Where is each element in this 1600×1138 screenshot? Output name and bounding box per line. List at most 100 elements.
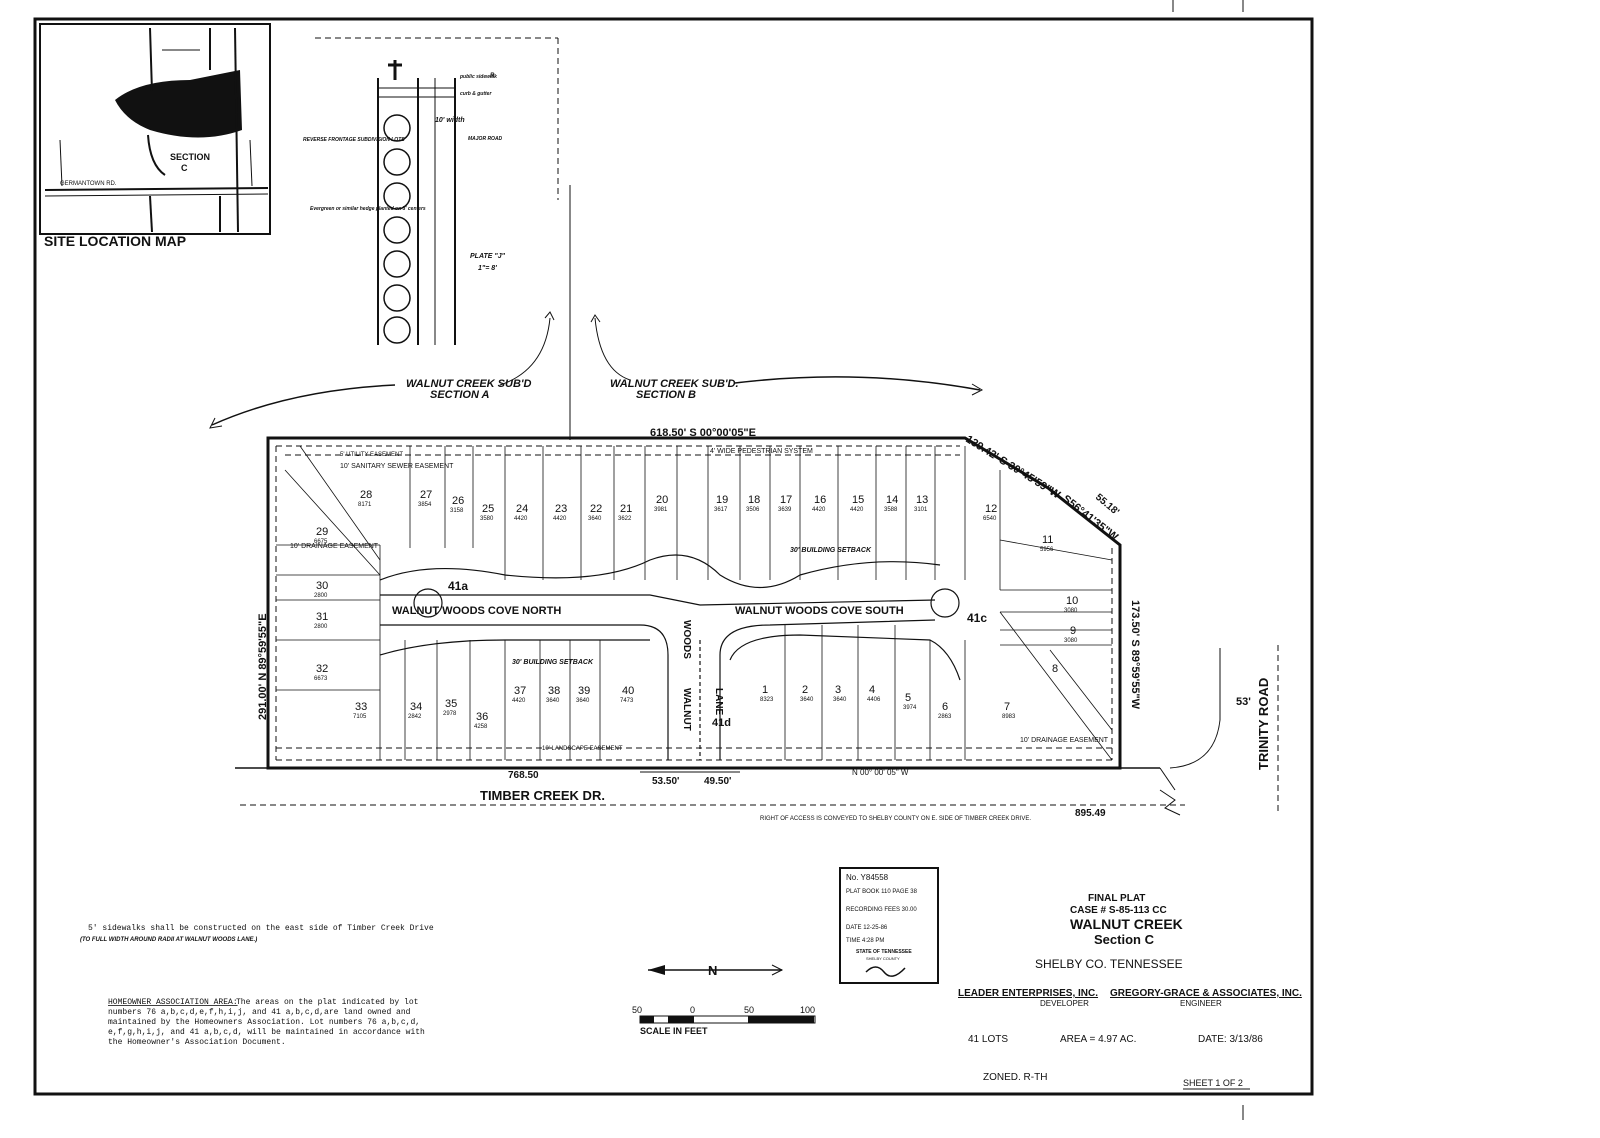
svg-text:SCALE IN FEET: SCALE IN FEET	[640, 1026, 708, 1036]
svg-text:3639: 3639	[778, 507, 792, 513]
svg-text:the Homeowner's Association Do: the Homeowner's Association Document.	[108, 1038, 286, 1047]
svg-text:3: 3	[835, 684, 841, 696]
svg-text:2800: 2800	[314, 593, 328, 599]
timber-creek-drive: TIMBER CREEK DR. 895.49 RIGHT OF ACCESS …	[235, 767, 1185, 822]
svg-text:2978: 2978	[443, 711, 457, 717]
svg-text:3854: 3854	[418, 502, 432, 508]
svg-text:SHEET 1 OF 2: SHEET 1 OF 2	[1183, 1078, 1243, 1088]
svg-text:curb & gutter: curb & gutter	[460, 91, 492, 97]
svg-text:SECTION: SECTION	[170, 152, 210, 162]
svg-text:WALNUT: WALNUT	[681, 688, 692, 731]
svg-text:3617: 3617	[714, 507, 728, 513]
svg-text:4420: 4420	[514, 516, 528, 522]
subdivision-boundary: 618.50' S 00°00'05"E 139.42' S 30°45'59"…	[257, 427, 1141, 781]
svg-text:maintained by the Homeowners A: maintained by the Homeowners Association…	[108, 1018, 420, 1027]
svg-text:39: 39	[578, 685, 590, 697]
svg-text:17: 17	[780, 494, 792, 506]
svg-text:PLAT BOOK 110 PAGE 38: PLAT BOOK 110 PAGE 38	[846, 889, 918, 895]
svg-text:No. Y84558: No. Y84558	[846, 873, 889, 882]
svg-text:139.42' S 30°45'59"W: 139.42' S 30°45'59"W	[963, 433, 1062, 501]
street-labels: WALNUT WOODS COVE NORTH WALNUT WOODS COV…	[392, 605, 904, 731]
svg-text:50: 50	[744, 1005, 754, 1015]
scale-bar: 50 0 50 100 SCALE IN FEET	[632, 1005, 816, 1036]
svg-text:291.00' N 89°59'55"E: 291.00' N 89°59'55"E	[257, 613, 269, 720]
svg-text:10: 10	[1066, 595, 1078, 607]
svg-text:(TO FULL WIDTH AROUND RADII AT: (TO FULL WIDTH AROUND RADII AT WALNUT WO…	[80, 937, 257, 943]
svg-text:Evergreen or similar hedge pla: Evergreen or similar hedge planted on 5'…	[310, 206, 426, 212]
svg-text:CASE # S-85-113 CC: CASE # S-85-113 CC	[1070, 905, 1167, 916]
svg-text:3640: 3640	[546, 698, 560, 704]
svg-text:LANE: LANE	[713, 688, 724, 716]
lots-west: 29 6675 30 2800 31 2800 32 6673	[314, 526, 328, 682]
svg-text:3588: 3588	[884, 507, 898, 513]
svg-text:WALNUT CREEK SUB'D.: WALNUT CREEK SUB'D.	[610, 378, 739, 390]
svg-text:28: 28	[360, 489, 372, 501]
svg-text:30' BUILDING SETBACK: 30' BUILDING SETBACK	[512, 659, 594, 666]
svg-text:6540: 6540	[983, 516, 997, 522]
svg-text:50: 50	[632, 1005, 642, 1015]
svg-text:20: 20	[656, 494, 668, 506]
svg-text:21: 21	[620, 503, 632, 515]
lots-north: 28 8171 27 3854 26 3158 25 3580 24 4420 …	[358, 489, 1054, 553]
svg-text:WALNUT CREEK SUB'D: WALNUT CREEK SUB'D	[406, 378, 532, 390]
svg-text:2863: 2863	[938, 714, 952, 720]
svg-text:2842: 2842	[408, 714, 422, 720]
svg-text:AREA = 4.97 AC.: AREA = 4.97 AC.	[1060, 1034, 1136, 1045]
lots-east: 10 3080 9 3080 8	[1052, 595, 1078, 675]
svg-text:R: R	[490, 73, 495, 79]
svg-text:26: 26	[452, 495, 464, 507]
svg-text:2800: 2800	[314, 624, 328, 630]
svg-text:55.18': 55.18'	[1093, 492, 1121, 518]
plate-j-detail: public sidewalk curb & gutter 10' width …	[303, 37, 559, 345]
svg-text:0: 0	[690, 1005, 695, 1015]
svg-text:MAJOR ROAD: MAJOR ROAD	[468, 136, 503, 142]
svg-text:41a: 41a	[448, 579, 468, 593]
svg-text:DATE: 3/13/86: DATE: 3/13/86	[1198, 1034, 1263, 1045]
svg-text:173.50' S 89°59'55"W: 173.50' S 89°59'55"W	[1129, 600, 1141, 710]
svg-text:8323: 8323	[760, 697, 774, 703]
svg-text:2: 2	[802, 684, 808, 696]
lot-lines	[276, 445, 1113, 761]
section-a-b-area	[115, 70, 242, 138]
svg-text:3640: 3640	[800, 697, 814, 703]
svg-text:3080: 3080	[1064, 608, 1078, 614]
svg-text:11: 11	[1042, 534, 1053, 546]
svg-text:53.50': 53.50'	[652, 776, 679, 787]
svg-text:6675: 6675	[314, 539, 328, 545]
svg-text:7105: 7105	[353, 714, 367, 720]
svg-text:27: 27	[420, 489, 432, 501]
recorder-signature	[865, 966, 906, 977]
svg-text:3158: 3158	[450, 508, 464, 514]
title-block: FINAL PLAT CASE # S-85-113 CC WALNUT CRE…	[958, 893, 1302, 1090]
svg-text:4406: 4406	[867, 697, 881, 703]
svg-text:18: 18	[748, 494, 760, 506]
svg-text:30: 30	[316, 580, 328, 592]
svg-text:SECTION B: SECTION B	[636, 389, 696, 401]
svg-text:618.50' S 00°00'05"E: 618.50' S 00°00'05"E	[650, 427, 756, 439]
svg-text:N 00° 00' 05" W: N 00° 00' 05" W	[852, 768, 909, 777]
svg-text:3640: 3640	[588, 516, 602, 522]
svg-text:numbers 76 a,b,c,d,e,f,h,i,j,: numbers 76 a,b,c,d,e,f,h,i,j, and 41 a,b…	[108, 1008, 411, 1017]
north-arrow: N	[648, 963, 784, 978]
svg-text:14: 14	[886, 494, 898, 506]
project-title: WALNUT CREEK	[1070, 916, 1183, 932]
svg-text:The areas on the plat indicate: The areas on the plat indicated by lot	[236, 998, 418, 1007]
svg-text:10' SANITARY SEWER EASEMENT: 10' SANITARY SEWER EASEMENT	[340, 463, 454, 470]
svg-text:29: 29	[316, 526, 328, 538]
street-cove-south: WALNUT WOODS COVE SOUTH	[735, 605, 904, 617]
svg-text:HOMEOWNER ASSOCIATION AREA:: HOMEOWNER ASSOCIATION AREA:	[108, 998, 238, 1007]
svg-text:SECTION A: SECTION A	[430, 389, 490, 401]
svg-text:768.50: 768.50	[508, 770, 539, 781]
svg-text:public sidewalk: public sidewalk	[459, 74, 497, 80]
svg-text:41c: 41c	[967, 611, 987, 625]
svg-text:4420: 4420	[850, 507, 864, 513]
svg-text:13: 13	[916, 494, 928, 506]
svg-text:REVERSE FRONTAGE SUBDIVISION L: REVERSE FRONTAGE SUBDIVISION LOTS	[303, 137, 405, 143]
svg-text:1: 1	[762, 684, 768, 696]
svg-text:100: 100	[800, 1005, 815, 1015]
frontage-dimensions: 53.50' 49.50'	[640, 771, 740, 787]
svg-text:10' width: 10' width	[435, 117, 465, 124]
svg-text:5: 5	[905, 692, 911, 704]
svg-text:SHELBY CO. TENNESSEE: SHELBY CO. TENNESSEE	[1035, 957, 1183, 971]
svg-text:DEVELOPER: DEVELOPER	[1040, 999, 1089, 1008]
